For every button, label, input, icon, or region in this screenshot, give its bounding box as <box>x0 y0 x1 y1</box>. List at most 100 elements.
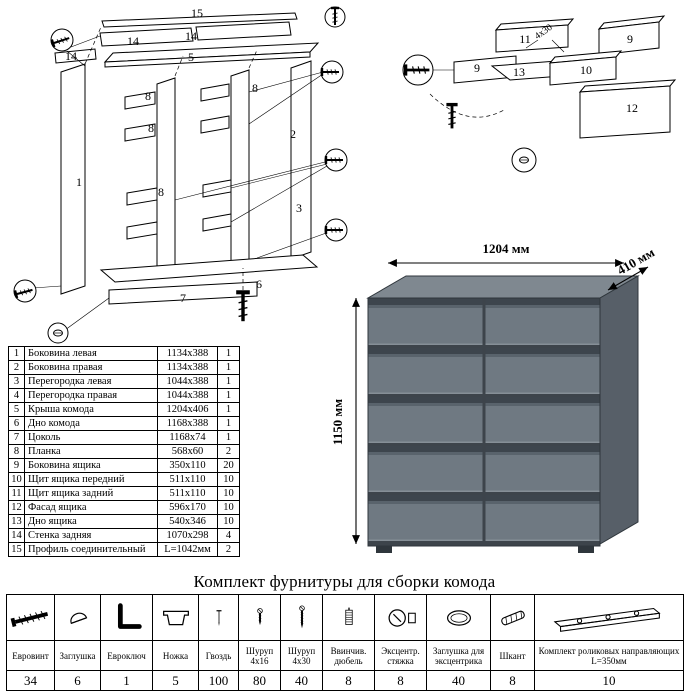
cap-icon <box>54 594 101 641</box>
assembly-dashed-lines <box>84 26 258 290</box>
part-name: Боковина правая <box>24 360 158 375</box>
part-name: Щит ящика задний <box>24 486 158 501</box>
leader-lines <box>433 39 565 71</box>
part-size: 1134x388 <box>157 360 218 375</box>
part-num: 14 <box>8 528 25 543</box>
allen-key-icon <box>100 594 153 641</box>
part-name: Дно комода <box>24 416 158 431</box>
part-name: Стенка задняя <box>24 528 158 543</box>
part-qty: 10 <box>217 514 240 529</box>
hardware-item-qty: 5 <box>152 670 199 691</box>
part-num: 3 <box>8 374 25 389</box>
drawer-front <box>485 446 600 492</box>
hardware-item-qty: 34 <box>6 670 55 691</box>
part-ref-label: 12 <box>626 101 638 115</box>
hardware-item-qty: 8 <box>490 670 535 691</box>
part-ref-label: 10 <box>580 63 592 77</box>
part-name: Крыша комода <box>24 402 158 417</box>
screw-small-icon <box>238 594 281 641</box>
part-ref-label: 5 <box>188 50 194 64</box>
hardware-item-qty: 1 <box>100 670 153 691</box>
leader-lines <box>32 35 330 331</box>
part-ref-label: 6 <box>256 277 262 291</box>
drawer-front <box>368 446 483 492</box>
part-num: 2 <box>8 360 25 375</box>
part-name: Фасад ящика <box>24 500 158 515</box>
part-size: 511x110 <box>157 472 218 487</box>
drawer-front <box>368 348 483 394</box>
part-size: 568x60 <box>157 444 218 459</box>
part-ref-label: 15 <box>191 6 203 20</box>
part-qty: 1 <box>217 402 240 417</box>
fastener-callouts <box>402 54 537 173</box>
part-qty: 10 <box>217 500 240 515</box>
width-dimension-label: 1204 мм <box>483 241 530 256</box>
part-qty: 1 <box>217 360 240 375</box>
part-ref-label: 14 <box>65 49 77 63</box>
part-ref-label: 14 <box>185 29 197 43</box>
drawer-front <box>485 495 600 541</box>
hardware-item-name: Эксцентр. стяжка <box>374 640 427 671</box>
height-dimension-label: 1150 мм <box>330 399 345 445</box>
part-size: 350x110 <box>157 458 218 473</box>
hardware-item-qty: 6 <box>54 670 101 691</box>
oval-cap-icon <box>426 594 491 641</box>
part-size: 1168x74 <box>157 430 218 445</box>
drawer-front <box>485 348 600 394</box>
part-num: 8 <box>8 444 25 459</box>
cam-lock-icon <box>374 594 427 641</box>
part-num: 5 <box>8 402 25 417</box>
part-size: 1134x388 <box>157 346 218 361</box>
hardware-item-name: Евровинт <box>6 640 55 671</box>
part-size: L=1042мм <box>157 542 218 557</box>
part-name: Профиль соединительный <box>24 542 158 557</box>
dresser-render: 1204 мм 410 мм 1150 мм <box>330 241 657 553</box>
screw-long-icon <box>280 594 323 641</box>
part-qty: 1 <box>217 416 240 431</box>
part-name: Боковина левая <box>24 346 158 361</box>
part-name: Боковина ящика <box>24 458 158 473</box>
part-name: Цоколь <box>24 430 158 445</box>
part-ref-label: 11 <box>519 32 531 46</box>
part-name: Планка <box>24 444 158 459</box>
foot-icon <box>152 594 199 641</box>
part-qty: 10 <box>217 472 240 487</box>
nail-icon <box>198 594 239 641</box>
part-qty: 4 <box>217 528 240 543</box>
part-num: 10 <box>8 472 25 487</box>
hardware-item-qty: 8 <box>374 670 427 691</box>
hardware-item-name: Заглушка <box>54 640 101 671</box>
part-name: Дно ящика <box>24 514 158 529</box>
drawer-front <box>368 299 483 345</box>
hardware-item-name: Ввинчив. дюбель <box>322 640 375 671</box>
assembly-arc <box>429 93 505 118</box>
part-ref-label: 2 <box>290 127 296 141</box>
part-num: 11 <box>8 486 25 501</box>
part-num: 12 <box>8 500 25 515</box>
part-ref-label: 8 <box>145 89 151 103</box>
drawer-fronts <box>368 299 600 541</box>
part-ref-label: 8 <box>158 185 164 199</box>
part-name: Перегородка правая <box>24 388 158 403</box>
hardware-item-name: Ножка <box>152 640 199 671</box>
part-num: 7 <box>8 430 25 445</box>
part-qty: 2 <box>217 542 240 557</box>
